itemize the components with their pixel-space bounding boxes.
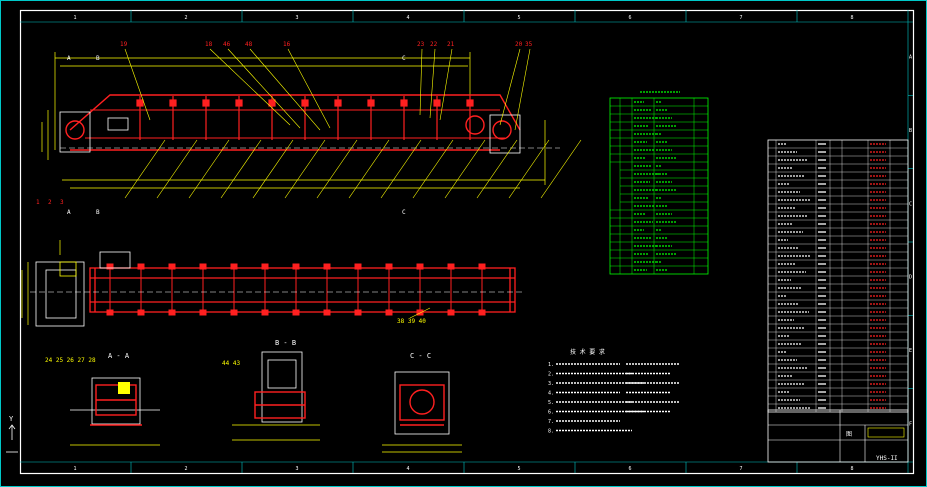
- zone-label: 5: [518, 15, 521, 21]
- part-balloon: 3: [60, 199, 64, 206]
- part-balloon: 48: [245, 41, 253, 48]
- svg-text:C - C: C - C: [410, 352, 431, 360]
- part-balloon: 46: [223, 41, 231, 48]
- zone-label: 8: [851, 15, 854, 21]
- part-balloon: 20: [515, 41, 523, 48]
- technical-notes: 技 术 要 求 1. 2. 3. 4. 5. 6. 7. 8.: [548, 348, 680, 435]
- part-balloon: 19: [120, 41, 128, 48]
- zone-label: 5: [518, 466, 521, 472]
- zone-label: 1: [74, 15, 77, 21]
- note-line: 7.: [548, 419, 554, 425]
- title-block: 图 YHS-II: [767, 409, 909, 463]
- svg-text:38 39 40: 38 39 40: [397, 318, 426, 325]
- zone-label: 7: [740, 15, 743, 21]
- parts-list-table: [767, 139, 909, 413]
- svg-text:A - A: A - A: [108, 352, 130, 360]
- zone-label: 6: [629, 15, 632, 21]
- note-line: 2.: [548, 372, 554, 378]
- part-balloon: 21: [447, 41, 455, 48]
- zone-label: A: [909, 55, 912, 61]
- svg-text:A: A: [67, 209, 71, 216]
- part-balloon: 16: [283, 41, 291, 48]
- note-line: 8.: [548, 429, 554, 435]
- section-bb-view: B - B 44 43: [222, 339, 320, 441]
- zone-label: B: [909, 128, 912, 134]
- zone-label: 3: [296, 466, 299, 472]
- svg-text:Y: Y: [9, 415, 14, 423]
- main-elevation-view: [41, 48, 582, 199]
- zone-markers-side: A B C D E F: [908, 55, 913, 427]
- svg-text:24 25 26 27 28: 24 25 26 27 28: [45, 357, 96, 364]
- plan-view: 38 39 40: [21, 240, 525, 327]
- note-line: 4.: [548, 391, 554, 397]
- note-line: 6.: [548, 410, 554, 416]
- part-balloon: 35: [525, 41, 533, 48]
- zone-label: 4: [407, 15, 410, 21]
- zone-label: C: [909, 201, 912, 207]
- note-line: 1.: [548, 362, 554, 368]
- drawing-frame: [19, 9, 915, 475]
- zone-label: 3: [296, 15, 299, 21]
- svg-text:44 43: 44 43: [222, 360, 240, 367]
- svg-text:B: B: [96, 55, 100, 62]
- zone-label: 4: [407, 466, 410, 472]
- part-balloon: 1: [36, 199, 40, 206]
- parameter-table: [609, 91, 709, 275]
- zone-label: 6: [629, 466, 632, 472]
- svg-text:C: C: [402, 55, 406, 62]
- svg-text:B: B: [96, 209, 100, 216]
- section-cc-view: C - C: [382, 352, 462, 453]
- svg-text:C: C: [402, 209, 406, 216]
- zone-label: D: [909, 275, 912, 281]
- zone-label: 2: [185, 15, 188, 21]
- zone-label: 7: [740, 466, 743, 472]
- note-line: 5.: [548, 400, 554, 406]
- svg-text:YHS-II: YHS-II: [876, 455, 898, 462]
- section-marks: A B C A B C: [67, 55, 406, 216]
- note-line: 3.: [548, 381, 554, 387]
- svg-text:图: 图: [846, 431, 852, 438]
- zone-markers-bottom: 1 2 3 4 5 6 7 8: [74, 462, 854, 473]
- zone-label: 1: [74, 466, 77, 472]
- zone-markers-top: 1 2 3 4 5 6 7 8: [74, 10, 854, 22]
- svg-text:技 术 要 求: 技 术 要 求: [570, 348, 605, 356]
- zone-label: E: [909, 348, 912, 354]
- svg-text:A: A: [67, 55, 71, 62]
- part-balloon: 22: [430, 41, 438, 48]
- zone-label: F: [909, 421, 912, 427]
- part-balloon: 2: [48, 199, 52, 206]
- svg-text:B - B: B - B: [275, 339, 296, 347]
- part-balloon: 18: [205, 41, 213, 48]
- ucs-axis-icon: Y: [6, 415, 18, 453]
- zone-label: 2: [185, 466, 188, 472]
- section-aa-view: A - A 24 25 26 27 28: [45, 352, 160, 446]
- zone-label: 8: [851, 466, 854, 472]
- part-balloon: 23: [417, 41, 425, 48]
